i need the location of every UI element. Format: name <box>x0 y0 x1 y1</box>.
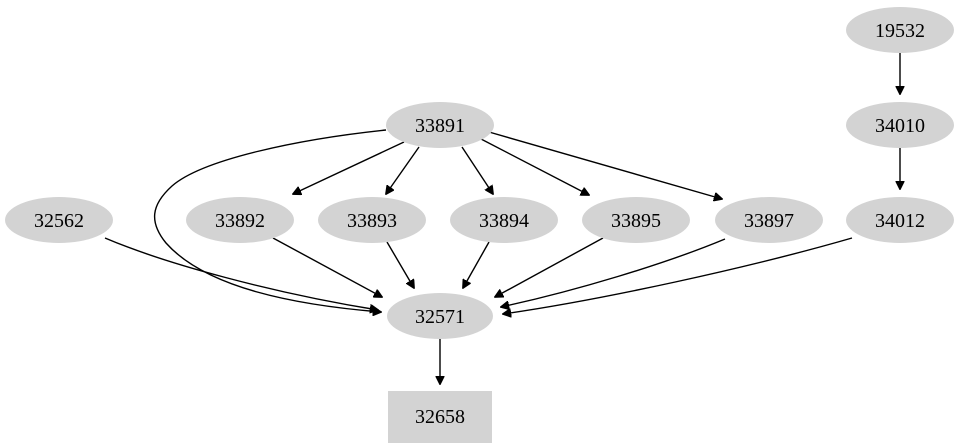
node-layer: 33891 19532 34010 32562 33892 33893 <box>5 7 954 443</box>
node-32571[interactable]: 32571 <box>387 293 493 339</box>
edge-33895-to-32571 <box>495 237 604 297</box>
edge-layer <box>104 53 900 384</box>
node-32658-rect[interactable] <box>388 391 492 443</box>
edge-33891-to-33892 <box>293 141 405 194</box>
node-34010-ellipse[interactable] <box>846 102 954 148</box>
edge-33897-to-32571 <box>501 238 726 307</box>
node-32562[interactable]: 32562 <box>5 197 113 243</box>
node-33891-ellipse[interactable] <box>386 102 494 148</box>
node-33897[interactable]: 33897 <box>715 197 823 243</box>
node-19532[interactable]: 19532 <box>846 7 954 53</box>
node-33891[interactable]: 33891 <box>386 102 494 148</box>
node-33892[interactable]: 33892 <box>186 197 294 243</box>
edge-33891-to-33894 <box>461 146 493 194</box>
node-33892-ellipse[interactable] <box>186 197 294 243</box>
node-34010[interactable]: 34010 <box>846 102 954 148</box>
node-33893[interactable]: 33893 <box>318 197 426 243</box>
node-33897-ellipse[interactable] <box>715 197 823 243</box>
node-33895[interactable]: 33895 <box>582 197 690 243</box>
edge-33891-to-32571 <box>153 129 387 312</box>
edge-33893-to-32571 <box>386 241 414 288</box>
node-34012-ellipse[interactable] <box>846 197 954 243</box>
edge-34012-to-32571 <box>503 237 853 314</box>
edge-33894-to-32571 <box>463 241 490 288</box>
node-34012[interactable]: 34012 <box>846 197 954 243</box>
edge-32562-to-32571 <box>104 237 378 310</box>
node-33895-ellipse[interactable] <box>582 197 690 243</box>
node-32658[interactable]: 32658 <box>388 391 492 443</box>
node-32562-ellipse[interactable] <box>5 197 113 243</box>
edge-33892-to-32571 <box>272 237 382 297</box>
edge-33891-to-33897 <box>488 131 722 199</box>
node-33894[interactable]: 33894 <box>450 197 558 243</box>
node-32571-ellipse[interactable] <box>387 293 493 339</box>
node-33893-ellipse[interactable] <box>318 197 426 243</box>
node-19532-ellipse[interactable] <box>846 7 954 53</box>
edge-33891-to-33893 <box>386 146 420 194</box>
node-33894-ellipse[interactable] <box>450 197 558 243</box>
edge-33891-to-33895 <box>480 138 589 195</box>
